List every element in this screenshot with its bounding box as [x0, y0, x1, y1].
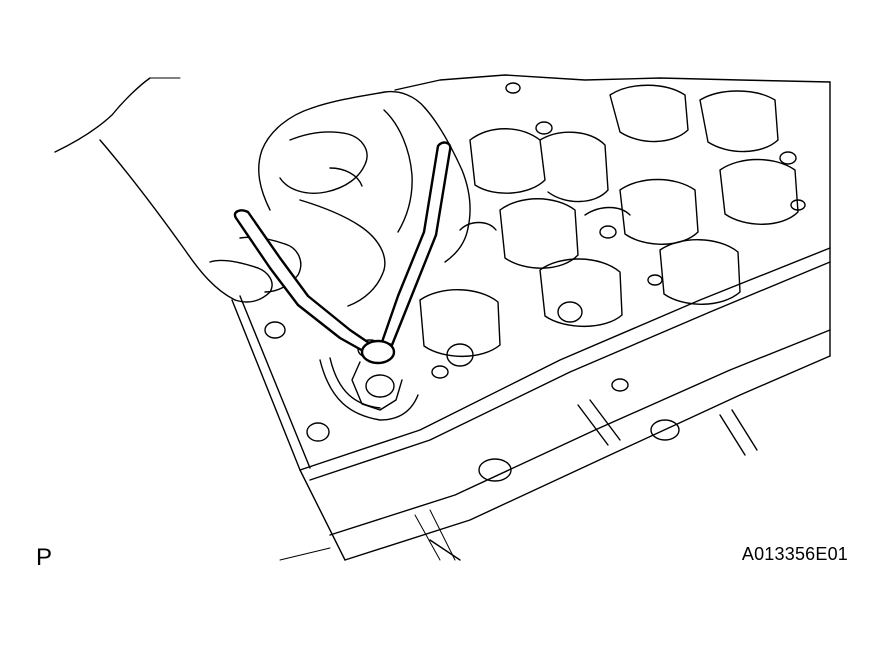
- snap-ring-pliers: [233, 141, 452, 411]
- figure-code: A013356E01: [741, 544, 848, 564]
- valve-area: [319, 357, 419, 421]
- studs: [429, 399, 758, 561]
- camshaft-bearing-caps: [419, 84, 799, 358]
- corner-mark: P: [36, 544, 53, 571]
- hand-drawing: [54, 77, 471, 307]
- cylinder-head-body: [231, 74, 831, 561]
- bolts: [264, 82, 806, 482]
